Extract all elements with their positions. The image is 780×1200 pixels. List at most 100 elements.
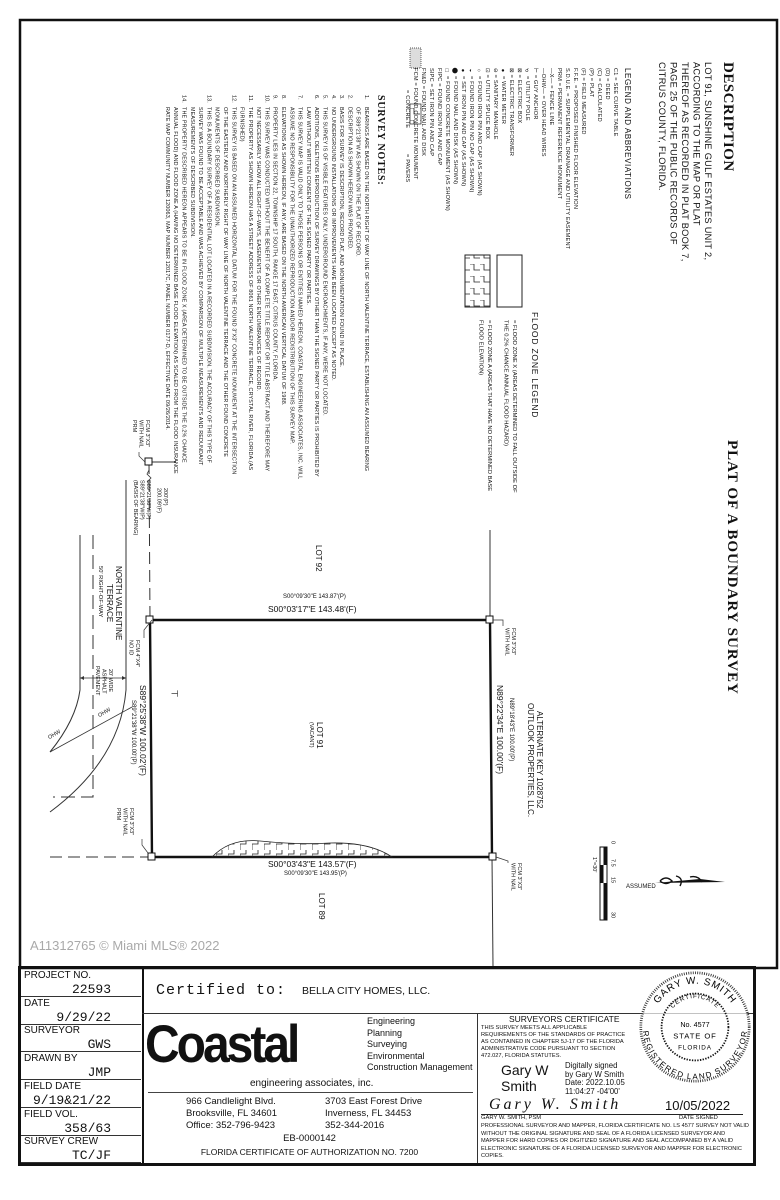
note-text: THE PROPERTY DESCRIBED HEREON APPEARS TO… — [163, 107, 187, 474]
distance-plat: 200'(P) — [162, 488, 168, 506]
digital-line: by Gary W Smith — [565, 1069, 624, 1079]
legend-materials: = CONCRETE = PAVERS — [403, 68, 411, 298]
fcm-marker — [485, 615, 494, 624]
legend-items: C1 = SEE CURVE TABLE(D) = DEED(C) = CALC… — [411, 68, 619, 298]
field-value: 9/29/22 — [56, 1009, 111, 1025]
survey-note: 11. THE PROPERTY AS SHOWN HEREON HAS A ST… — [237, 95, 254, 480]
bearing-plat: S89°21'38"W(P) — [138, 480, 145, 520]
flood-zone-a-swatch — [464, 254, 491, 308]
office-brooksville: 966 Candlelight Blvd.Brooksville, FL 346… — [186, 1096, 277, 1132]
scale-bar — [599, 846, 608, 921]
field-label: PROJECT NO. — [24, 970, 92, 981]
survey-notes-list: 1. BEARINGS ARE BASED ON THE NORTH RIGHT … — [163, 95, 370, 480]
note-text: PROPERTY LIES IN SECTION 22, TOWNSHIP 17… — [271, 107, 278, 382]
note-text: NO UNDERGROUND INSTALLATIONS OR IMPROVEM… — [329, 107, 336, 381]
fcm-top-left-label: FCM 3"X3" WITH NAIL PRM — [131, 420, 150, 448]
legend-item: C1 = SEE CURVE TABLE — [612, 68, 618, 137]
description: DESCRIPTION LOT 91, SUNSHINE GULF ESTATE… — [656, 62, 736, 262]
office-line: Office: 352-796-9423 — [186, 1120, 276, 1131]
legend-item: ⊖ = SANITARY MANHOLE — [492, 68, 498, 140]
certificate-heading: SURVEYORS CERTIFICATE — [509, 1014, 620, 1024]
note-number: 4. — [329, 95, 336, 100]
handwritten-signature: Gary W. Smith — [489, 1096, 622, 1113]
note-text: ADDITIONS, DELETIONS REPRODUCTION OF SUR… — [304, 107, 320, 477]
legend-item: ⊢ = GUY ANCHOR — [532, 68, 538, 120]
survey-note: 14.THE PROPERTY DESCRIBED HEREON APPEARS… — [163, 95, 188, 480]
authorization: FLORIDA CERTIFICATE OF AUTHORIZATION NO.… — [200, 1147, 419, 1157]
bearing-field: S89°21'38"W(F) — [145, 480, 151, 520]
note-text: BASIS FOR SURVEY IS DESCRIPTION, RECORD … — [338, 107, 345, 368]
scale-label: 1"=30' — [591, 857, 597, 873]
legend-item: ◐ = FOUND IRON PIN NO CAP (AS SHOWN) — [468, 68, 474, 193]
scale-tick-label: 0 — [609, 841, 616, 845]
service-item: Planning — [367, 1027, 403, 1038]
fcm-west-label: FCM 4"X4" NO ID — [127, 640, 141, 668]
legend-item: FCM = FOUND CONCRETE MONUMENT — [412, 68, 418, 180]
fcm-marker — [147, 852, 156, 861]
field-label: FIELD VOL. — [24, 1108, 78, 1120]
east-lot-line-south — [491, 856, 494, 967]
note-number: 11. — [246, 95, 253, 103]
survey-note: 12.THIS SURVEY IS BASED ON AN ASSUMED HO… — [212, 95, 237, 480]
field-label: FIELD DATE — [24, 1080, 82, 1092]
street-name: NORTH VALENTINE TERRACE — [105, 565, 123, 641]
survey-note: 2.DESCRIPTION AS SHOWN HEREON WAS PROVID… — [345, 95, 353, 480]
seal-number: No. 4577 — [680, 1020, 709, 1029]
field-value: JMP — [87, 1065, 111, 1081]
lot-92-label: LOT 92 — [314, 545, 323, 572]
legend-item: □ = FOUND CONCRETE MONUMENT (AS SHOWN) — [444, 68, 450, 211]
note-number: 6. — [313, 95, 320, 100]
field-label: DRAWN BY — [24, 1053, 78, 1065]
east-line-plat: N89°18'43"E 100.00'(P) — [508, 698, 514, 762]
eb-number: EB-0000142 — [283, 1133, 336, 1144]
west-line-field: S89°25'38"W 100.02'(F) — [138, 685, 148, 776]
fcm-bottom-right-label: FCM 3"X3" WITH NAIL — [509, 863, 523, 891]
field-value: GWS — [87, 1037, 111, 1053]
date-signed: 10/05/2022 — [665, 1098, 731, 1113]
south-line-plat: S00°09'30"E 143.95'(P) — [284, 871, 347, 877]
legend-item: SIPC = SET IRON PIN AND CAP — [428, 68, 434, 157]
survey-notes: SURVEY NOTES: 1.BEARINGS ARE BASED ON TH… — [163, 95, 386, 480]
distance-label: 200'(P) 200.09'(F) — [155, 488, 169, 528]
north-line-plat: S00°09'30"E 143.87'(P) — [283, 594, 346, 600]
lot-89-label: LOT 89 — [317, 893, 326, 920]
service-item: Environmental — [367, 1050, 425, 1061]
legend-item: ⊡ = UTILITY SPLICE BOX — [484, 68, 490, 140]
flood-zone-x-text: = FLOOD ZONE X (AREAS DETERMINED TO FALL… — [502, 320, 518, 493]
legend-item: F.F.E. = PROPOSED FINISHED FLOOR ELEVATI… — [572, 68, 578, 210]
field-0: PROJECT NO.22593 — [21, 969, 141, 997]
note-number: 5. — [321, 95, 328, 100]
note-text: BEARINGS ARE BASED ON THE NORTH RIGHT OF… — [354, 107, 369, 472]
adjacent-owner: ALTERNATE KEY 1028752 OUTLOOK PROPERTIES… — [526, 690, 544, 830]
description-body: LOT 91, SUNSHINE GULF ESTATES UNIT 2, AC… — [657, 62, 713, 262]
company-subtitle: engineering associates, inc. — [250, 1078, 374, 1089]
field-label: DATE — [24, 997, 50, 1009]
note-text: THIS SURVEY WAS CONDUCTED WITHOUT THE BE… — [255, 107, 270, 472]
alternate-key: ALTERNATE KEY 1028752 — [535, 711, 544, 809]
scale-tick-label: 15 — [609, 877, 616, 884]
distance-field: 200.09'(F) — [155, 488, 162, 513]
north-line-field: S00°03'17"E 143.48'(F) — [268, 604, 357, 614]
note-number: 1. — [363, 95, 369, 100]
digital-line: 11:04:27 -04'00' — [565, 1086, 620, 1096]
row-line-east — [49, 480, 127, 813]
digital-line: Digitally signed — [565, 1061, 618, 1070]
divider — [148, 1092, 473, 1093]
signature-line — [481, 1114, 743, 1115]
legend: LEGEND AND ABBREVIATIONS C1 = SEE CURVE … — [403, 68, 632, 298]
certificate-text: THIS SURVEY MEETS ALL APPLICABLE REQUIRE… — [481, 1025, 626, 1059]
owner-name: OUTLOOK PROPERTIES, LLC. — [526, 702, 535, 818]
certified-label: Certified to: — [156, 982, 287, 999]
note-text: THE PROPERTY AS SHOWN HEREON HAS A STREE… — [238, 107, 253, 471]
survey-note: 4. NO UNDERGROUND INSTALLATIONS OR IMPROV… — [329, 95, 337, 480]
certified-row: Certified to: BELLA CITY HOMES, LLC. — [142, 969, 753, 1014]
survey-note: 6. ADDITIONS, DELETIONS REPRODUCTION OF S… — [304, 95, 321, 480]
note-number: 2. — [346, 95, 353, 100]
west-line-plat: S89°21'38"W 100.00'(P) — [130, 700, 136, 765]
legend-item: S.D.U.E. = SUPPLEMENTAL DRAINAGE AND UTI… — [564, 68, 570, 250]
